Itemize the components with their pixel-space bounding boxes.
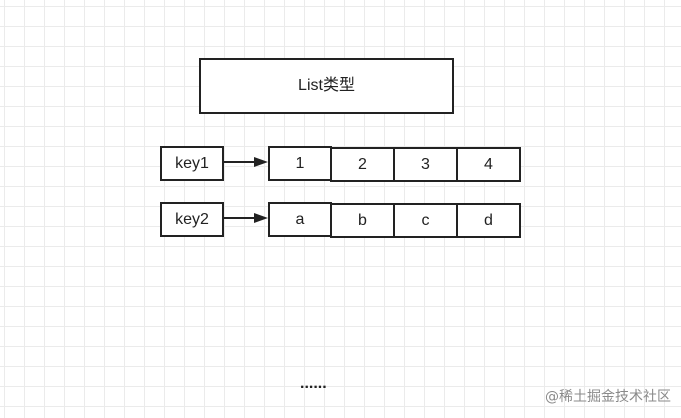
list-cell-value: 4 [484, 155, 493, 173]
ellipsis: ...... [300, 375, 327, 392]
key-label: key2 [175, 210, 209, 228]
list-cell: b [330, 203, 395, 238]
list-cell: 2 [330, 147, 395, 182]
watermark: @稀土掘金技术社区 [545, 389, 671, 405]
arrow-key2-to-list [224, 213, 268, 223]
list-type-title: List类型 [298, 77, 355, 94]
list-cell: d [456, 203, 521, 238]
key-label: key1 [175, 154, 209, 172]
key-node-key2: key2 [160, 202, 224, 237]
list-cell: a [268, 202, 332, 237]
list-cell-value: 3 [421, 155, 430, 173]
list-cell-value: b [358, 211, 367, 229]
list-cell-value: d [484, 211, 493, 229]
list-cell-value: 1 [295, 154, 305, 172]
arrow-key1-to-list [224, 157, 268, 167]
list-cell: 3 [393, 147, 458, 182]
list-type-title-box: List类型 [199, 58, 454, 114]
list-cell: 4 [456, 147, 521, 182]
list-cell-value: c [421, 211, 430, 229]
list-cell: c [393, 203, 458, 238]
list-cell-value: 2 [358, 155, 367, 173]
list-cell-value: a [295, 210, 305, 228]
key-node-key1: key1 [160, 146, 224, 181]
list-cell: 1 [268, 146, 332, 181]
